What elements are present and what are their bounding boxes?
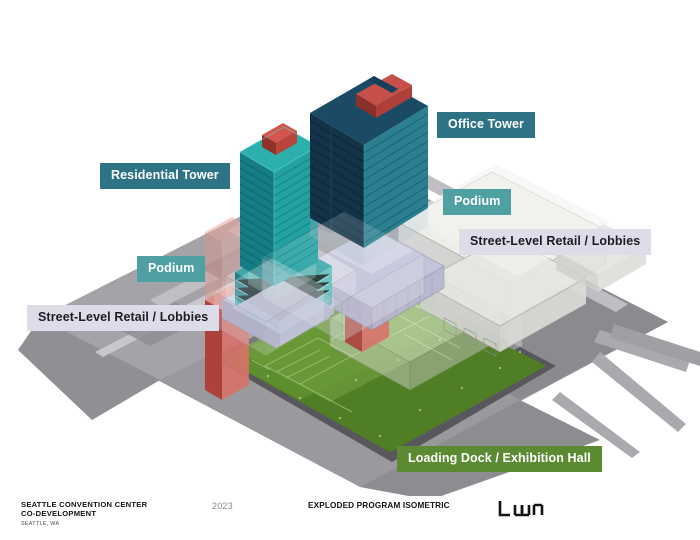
callout-label: Street-Level Retail / Lobbies [38,310,209,324]
exploded-isometric-diagram [18,74,700,500]
callout-label: Street-Level Retail / Lobbies [470,234,641,248]
lmn-logo [496,496,554,529]
callout-label: Loading Dock / Exhibition Hall [408,451,591,465]
callout-loading-dock: Loading Dock / Exhibition Hall [397,446,602,472]
callout-label: Podium [148,261,195,275]
callout-residential-tower: Residential Tower [100,163,230,189]
callout-podium-right: Podium [443,189,512,215]
callout-office-tower: Office Tower [437,112,535,138]
project-title-line2: CO-DEVELOPMENT [21,509,97,519]
callout-label: Podium [454,194,501,208]
callout-label: Residential Tower [111,168,219,182]
center-ghost-podium [261,211,425,343]
office-roof-element [356,74,412,118]
residential-roof-element [262,123,297,155]
project-title: SEATTLE CONVENTION CENTER CO-DEVELOPMENT [21,500,147,518]
office-tower [309,74,429,266]
callout-podium-left: Podium [137,256,206,282]
project-location: SEATTLE, WA [21,521,60,527]
callout-street-retail-left: Street-Level Retail / Lobbies [27,305,220,331]
slide-footer: SEATTLE CONVENTION CENTER CO-DEVELOPMENT… [0,496,700,540]
project-title-line1: SEATTLE CONVENTION CENTER [21,500,148,509]
callout-street-retail-right: Street-Level Retail / Lobbies [459,229,652,255]
slide-caption: EXPLODED PROGRAM ISOMETRIC [308,501,450,510]
project-year: 2023 [212,501,233,511]
callout-label: Office Tower [448,117,524,131]
left-ghost-volume [213,257,325,357]
